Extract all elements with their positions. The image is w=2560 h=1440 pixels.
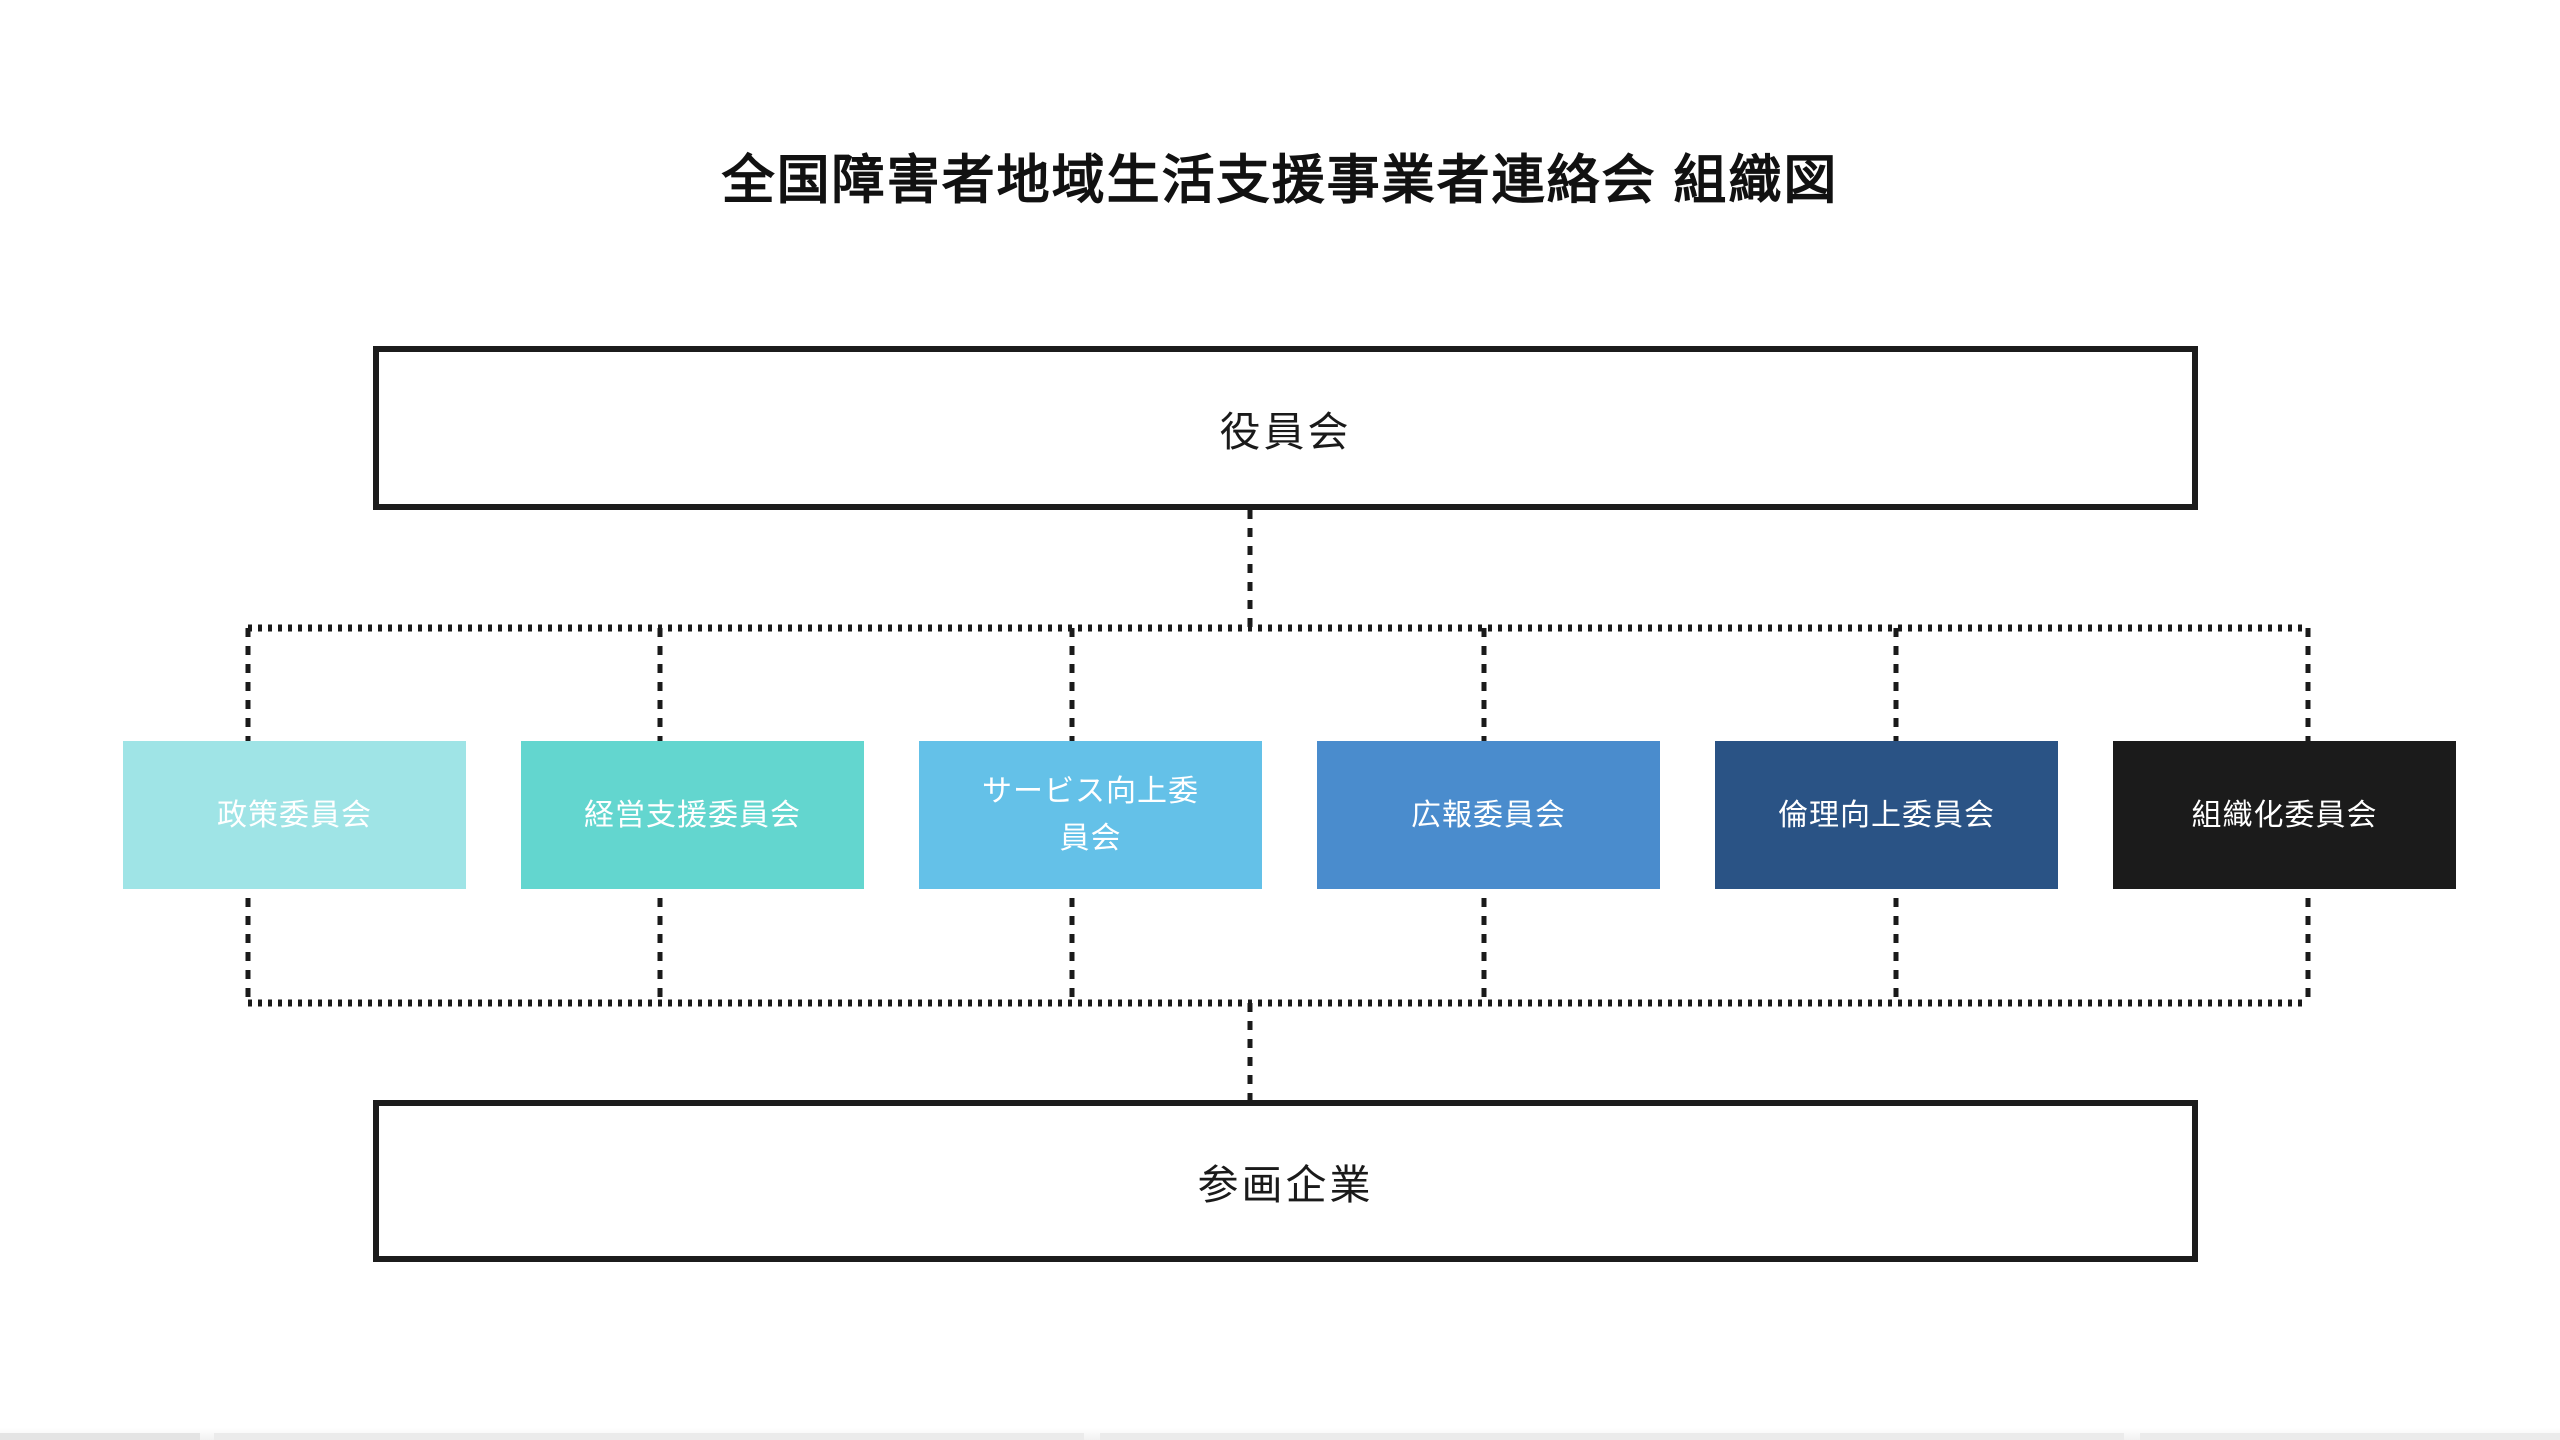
committee-label: サービス向上委 員会 bbox=[982, 775, 1199, 855]
committee-label: 広報委員会 bbox=[1411, 798, 1566, 832]
committee-box-organization: 組織化委員会 bbox=[2113, 741, 2456, 889]
committee-label: 倫理向上委員会 bbox=[1778, 798, 1995, 832]
committee-box-ethics-improvement: 倫理向上委員会 bbox=[1715, 741, 2058, 889]
page-title: 全国障害者地域生活支援事業者連絡会 組織図 bbox=[721, 151, 1839, 210]
board-box: 役員会 bbox=[373, 346, 2198, 510]
committee-label: 政策委員会 bbox=[217, 798, 372, 832]
committee-label: 組織化委員会 bbox=[2191, 798, 2378, 832]
committee-box-public-relations: 広報委員会 bbox=[1317, 741, 1660, 889]
bottom-edge-strip bbox=[0, 1428, 2560, 1440]
committee-box-service-improvement: サービス向上委 員会 bbox=[919, 741, 1262, 889]
board-label: 役員会 bbox=[1219, 409, 1352, 455]
participants-box: 参画企業 bbox=[373, 1100, 2198, 1262]
committee-box-policy: 政策委員会 bbox=[123, 741, 466, 889]
committee-label: 経営支援委員会 bbox=[584, 798, 801, 832]
bottom-strip-segment bbox=[214, 1433, 1084, 1440]
committee-box-management-support: 経営支援委員会 bbox=[521, 741, 864, 889]
bottom-strip-segment bbox=[2140, 1433, 2560, 1440]
bottom-strip-segment bbox=[1100, 1433, 2124, 1440]
bottom-strip-segment bbox=[0, 1433, 200, 1440]
participants-label: 参画企業 bbox=[1197, 1162, 1374, 1208]
